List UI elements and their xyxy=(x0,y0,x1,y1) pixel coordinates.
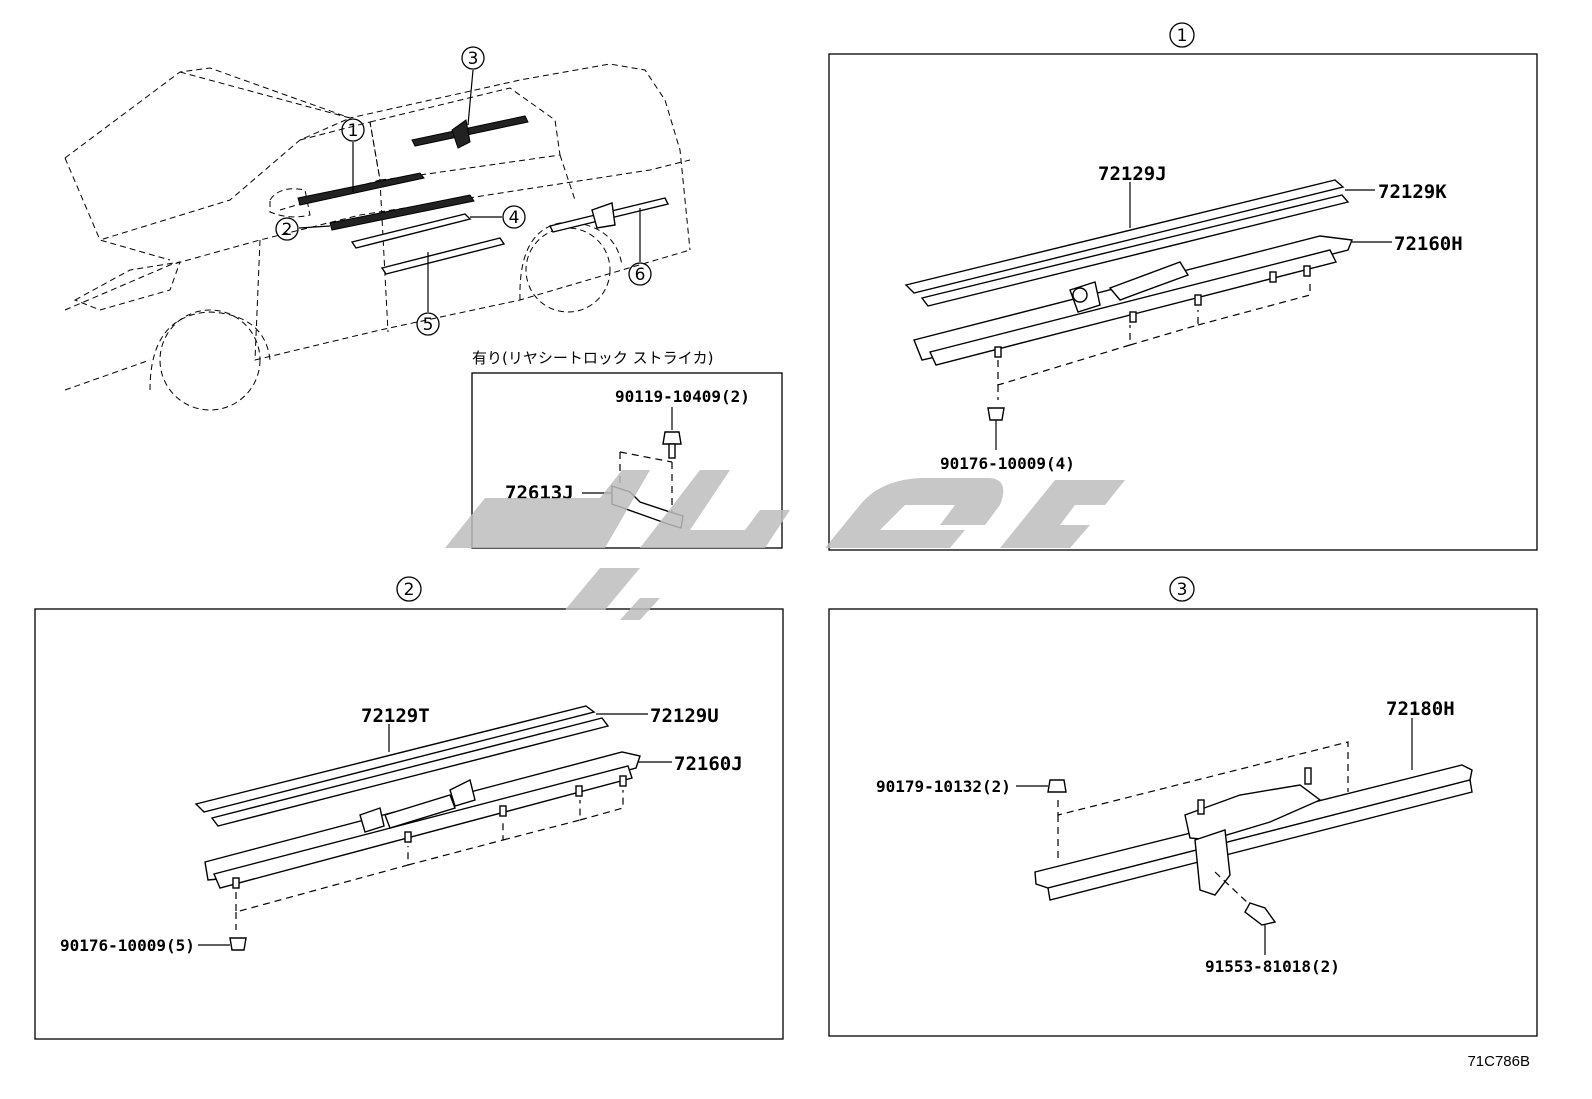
label-72129K: 72129K xyxy=(1378,181,1447,203)
callout-2-number: 2 xyxy=(282,220,293,240)
label-91553-81018: 91553-81018(2) xyxy=(1205,957,1340,976)
striker-box xyxy=(471,372,783,549)
striker-note-label: 有り(リヤシートロック ストライカ) xyxy=(472,349,713,367)
callout-4-number: 4 xyxy=(509,208,520,228)
panel-3-header-circle xyxy=(1169,576,1195,602)
callout-3-number: 3 xyxy=(468,49,479,69)
label-72129T: 72129T xyxy=(361,705,430,727)
label-72129J: 72129J xyxy=(1098,163,1167,185)
label-72160J: 72160J xyxy=(674,753,743,775)
callout-1 xyxy=(341,118,365,142)
panel-2-header-circle xyxy=(396,576,422,602)
label-90176-10009-4: 90176-10009(4) xyxy=(940,454,1075,473)
panel-2-header: 2 xyxy=(404,580,415,600)
label-72160H: 72160H xyxy=(1394,233,1463,255)
label-90119-10409: 90119-10409(2) xyxy=(615,387,750,406)
panel-3: 3 72180H 90179-10132(2) 91553-81018(2) xyxy=(828,576,1538,1037)
panel-1-header-circle xyxy=(1169,22,1195,48)
callout-6-number: 6 xyxy=(635,265,646,285)
panel-3-frame xyxy=(828,608,1538,1037)
panel-1: 1 72129J 72129K 72160H 90176-10009(4 xyxy=(828,22,1538,551)
callout-1-number: 1 xyxy=(348,121,359,141)
panel-1-frame xyxy=(828,53,1538,551)
label-90176-10009-5: 90176-10009(5) xyxy=(60,936,195,955)
callout-5 xyxy=(416,312,440,336)
panel-2: 2 72129T 72129U 72160J 90176-10 xyxy=(34,576,784,1040)
panel-2-frame xyxy=(34,608,784,1040)
callout-6 xyxy=(628,262,652,286)
callout-4 xyxy=(502,205,526,229)
overview-callouts: 1 2 3 4 5 6 xyxy=(275,46,652,336)
callout-5-number: 5 xyxy=(423,315,434,335)
callout-3 xyxy=(461,46,485,70)
callout-2 xyxy=(275,217,299,241)
label-90179-10132: 90179-10132(2) xyxy=(876,777,1011,796)
label-72180H: 72180H xyxy=(1386,698,1455,720)
figure-code: 71C786B xyxy=(1467,1053,1530,1070)
panel-1-header: 1 xyxy=(1177,26,1188,46)
label-72129U: 72129U xyxy=(650,705,719,727)
panel-3-header: 3 xyxy=(1177,580,1188,600)
watermark-logo xyxy=(445,470,1125,620)
overview-rails xyxy=(297,115,670,275)
